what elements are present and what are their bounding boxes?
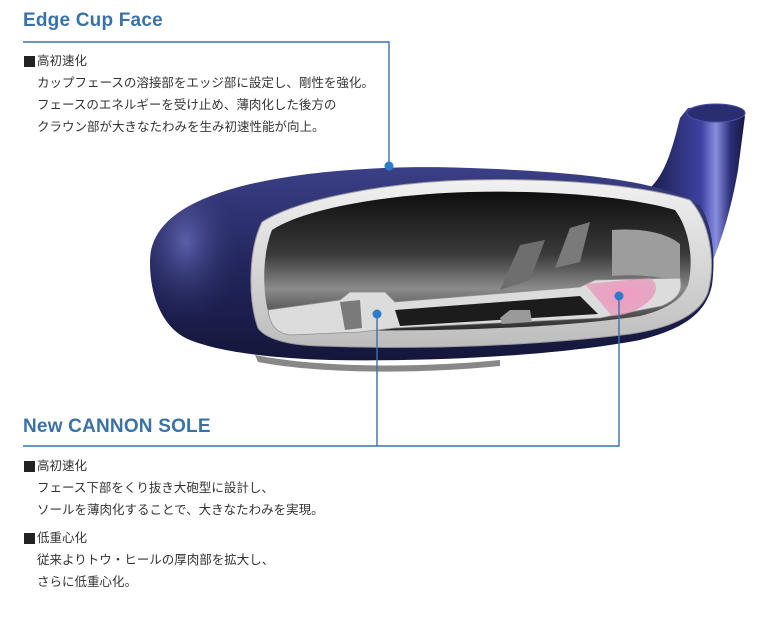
- cannon-sole-body: 高初速化 フェース下部をくり抜き大砲型に設計し、 ソールを薄肉化することで、大き…: [24, 455, 324, 599]
- feature-title: 低重心化: [24, 527, 324, 549]
- heading-new-cannon-sole: New CANNON SOLE: [23, 416, 211, 437]
- feature-line: さらに低重心化。: [37, 574, 138, 589]
- edge-cup-face-body: 高初速化 カップフェースの溶接部をエッジ部に設定し、剛性を強化。 フェースのエネ…: [24, 50, 374, 144]
- feature-item: 高初速化 フェース下部をくり抜き大砲型に設計し、 ソールを薄肉化することで、大き…: [24, 455, 324, 521]
- callout-dot-edge-cup-face: [384, 161, 394, 171]
- bullet-square-icon: [24, 460, 35, 472]
- bullet-square-icon: [24, 55, 35, 67]
- feature-line: カップフェースの溶接部をエッジ部に設定し、剛性を強化。: [37, 75, 374, 90]
- feature-item: 高初速化 カップフェースの溶接部をエッジ部に設定し、剛性を強化。 フェースのエネ…: [24, 50, 374, 138]
- bullet-square-icon: [24, 532, 35, 544]
- feature-title: 高初速化: [24, 455, 324, 477]
- feature-line: クラウン部が大きなたわみを生み初速性能が向上。: [37, 119, 325, 134]
- feature-title: 高初速化: [24, 50, 374, 72]
- feature-line: フェース下部をくり抜き大砲型に設計し、: [37, 480, 274, 495]
- callout-dot-cannon-sole-heel: [614, 291, 624, 301]
- feature-item: 低重心化 従来よりトウ・ヒールの厚肉部を拡大し、 さらに低重心化。: [24, 527, 324, 593]
- callout-cannon-sole: [23, 296, 620, 447]
- callout-edge-cup-face: [23, 41, 390, 165]
- callout-dot-cannon-sole-center: [372, 309, 382, 319]
- feature-line: ソールを薄肉化することで、大きなたわみを実現。: [37, 502, 324, 517]
- hosel: [648, 103, 746, 262]
- cross-section-wall: [250, 179, 712, 348]
- feature-line: 従来よりトウ・ヒールの厚肉部を拡大し、: [37, 552, 275, 567]
- heading-edge-cup-face: Edge Cup Face: [23, 10, 163, 31]
- feature-line: フェースのエネルギーを受け止め、薄肉化した後方の: [37, 97, 337, 112]
